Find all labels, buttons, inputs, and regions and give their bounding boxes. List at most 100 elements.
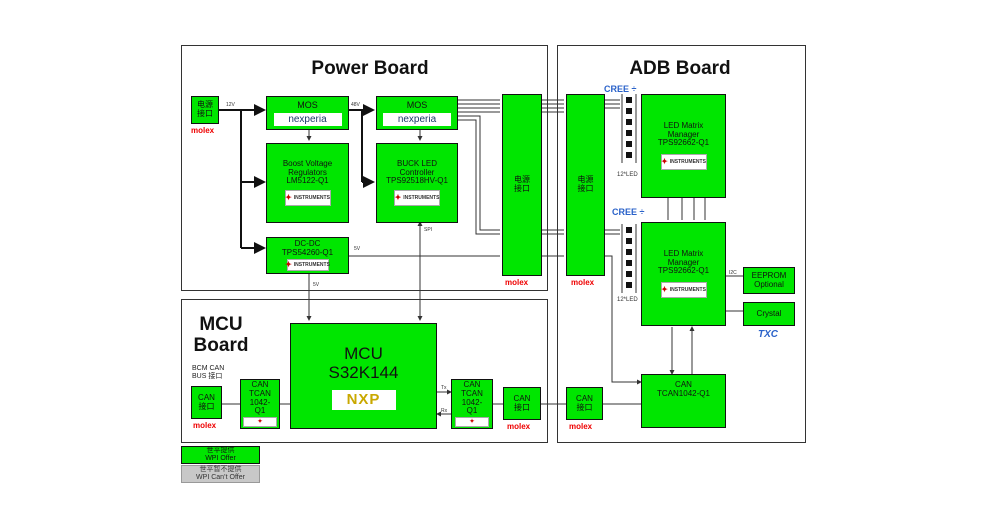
molex-logo-adb-conn: molex (571, 278, 595, 287)
ti-logo-boost: ✦ INSTRUMENTS (284, 190, 331, 207)
ti-mark-icon: ✦ (285, 193, 292, 203)
mos-block-1: MOS nexperia (266, 96, 349, 130)
tcan-left-2: TCAN (249, 388, 271, 398)
eeprom-block: EEPROM Optional (743, 267, 795, 294)
ti-logo-dcdc: ✦ INSTRUMENTS (285, 259, 330, 272)
led-count-1: 12*LED (617, 172, 638, 178)
power-port-label-1: 电源 (197, 100, 213, 110)
bcm-line-1: BCM CAN (192, 365, 225, 372)
ti-logo-tcan-right: ✦ (455, 417, 489, 428)
signal-12v: 12V (226, 102, 235, 108)
adb-board-title: ADB Board (629, 58, 731, 79)
eeprom-line-1: EEPROM (751, 270, 787, 280)
mcu-can-conn-1: CAN (513, 393, 531, 403)
tcan-left-4: Q1 (254, 406, 266, 416)
legend-wpi-offer: 世平提供 WPI Offer (181, 446, 260, 464)
legend-wpi-cant-offer: 世平暂不提供 WPI Can’t Offer (181, 465, 260, 483)
adb-board-connector: 电源 接口 (566, 94, 605, 276)
adb-can-port: CAN 接口 (566, 387, 603, 420)
cree-text-1: CREE (604, 84, 630, 94)
ti-logo-tcan-left: ✦ (243, 417, 277, 428)
signal-48v: 48V (351, 102, 360, 108)
nxp-logo-text: NXP (346, 390, 381, 408)
legend-green-1: 世平提供 (206, 447, 235, 455)
tcan-right-2: TCAN (461, 388, 483, 398)
tcan-right-4: Q1 (466, 406, 478, 416)
nexperia-logo-2: nexperia (383, 113, 451, 127)
molex-logo-bcm: molex (193, 421, 217, 430)
led2-line-1: LED Matrix (663, 248, 704, 258)
ti-mark-icon: ✦ (257, 419, 263, 426)
eeprom-line-2: Optional (754, 279, 784, 289)
ti-logo-buck: ✦ INSTRUMENTS (394, 190, 440, 207)
ti-mark-icon: ✦ (469, 419, 475, 426)
signal-spi: SPI (424, 227, 433, 233)
ti-mark-icon: ✦ (661, 285, 668, 295)
power-conn-label-2: 接口 (514, 184, 530, 193)
signal-5v-mcu: 5V (313, 282, 320, 288)
mos-block-2: MOS nexperia (376, 96, 458, 130)
molex-logo-power-input: molex (191, 126, 215, 135)
ti-mark-icon: ✦ (661, 157, 668, 167)
tcan-right-1: CAN (463, 379, 481, 389)
mcu-can-connector: CAN 接口 (503, 387, 541, 420)
mcu-line-2: S32K144 (328, 363, 399, 383)
boost-line-2: Regulators (288, 167, 327, 177)
adb-conn-label-1: 电源 (577, 175, 594, 185)
adb-can-line-2: TCAN1042-Q1 (657, 388, 710, 398)
bcm-can-bus-label: BCM CAN BUS 接口 (192, 365, 224, 380)
power-board-title: Power Board (311, 58, 429, 79)
dcdc-block: DC-DC TPS54260-Q1 ✦ INSTRUMENTS (266, 237, 349, 274)
led1-line-2: Manager (667, 129, 700, 139)
signal-tx: Tx (441, 385, 447, 391)
dcdc-line-2: TPS54260-Q1 (281, 247, 334, 257)
legend-gray-2: WPI Can’t Offer (196, 474, 245, 481)
boost-line-1: Boost Voltage (282, 158, 333, 168)
adb-can-port-1: CAN (576, 393, 593, 403)
nexperia-logo-1: nexperia (273, 113, 342, 127)
ti-logo-text: INSTRUMENTS (669, 286, 706, 293)
cree-logo-1: CREE ÷ (604, 84, 637, 94)
ti-mark-icon: ✦ (394, 193, 402, 203)
boost-regulator-block: Boost Voltage Regulators LM5122-Q1 ✦ INS… (266, 143, 349, 223)
cree-text-2: CREE (612, 207, 638, 217)
power-board (181, 45, 548, 291)
mcu-can-conn-2: 接口 (514, 402, 530, 412)
mcu-board-title-line1: MCU (199, 314, 243, 335)
adb-can-transceiver: CAN TCAN1042-Q1 (641, 374, 726, 428)
molex-logo-mcu-can: molex (507, 422, 531, 431)
power-conn-label-1: 电源 (514, 175, 530, 185)
tcan-left-3: 1042- (249, 397, 271, 407)
tcan-right-3: 1042- (461, 397, 483, 407)
adb-can-port-2: 接口 (576, 402, 593, 412)
buck-led-controller-block: BUCK LED Controller TPS92518HV-Q1 ✦ INST… (376, 143, 458, 223)
ti-logo-text: INSTRUMENTS (669, 158, 706, 165)
crystal-block: Crystal (743, 302, 795, 326)
molex-logo-adb-can: molex (569, 422, 593, 431)
power-board-connector: 电源 接口 (502, 94, 542, 276)
adb-conn-label-2: 接口 (577, 184, 594, 193)
legend-gray-1: 世平暂不提供 (199, 466, 242, 474)
signal-i2c: I2C (729, 270, 737, 276)
ti-logo-led2: ✦ INSTRUMENTS (660, 282, 707, 299)
buck-line-3: TPS92518HV-Q1 (386, 176, 448, 186)
led1-line-1: LED Matrix (663, 120, 704, 130)
led2-line-2: Manager (667, 257, 700, 267)
led-matrix-manager-2: LED Matrix Manager TPS92662-Q1 ✦ INSTRUM… (641, 222, 726, 326)
txc-logo: TXC (758, 329, 778, 340)
power-port-label-2: 接口 (197, 109, 213, 118)
molex-logo-power-conn: molex (505, 278, 529, 287)
signal-5v-dcdc: 5V (354, 246, 361, 252)
legend-green-2: WPI Offer (205, 455, 236, 462)
mcu-line-1: MCU (344, 344, 383, 363)
power-input-port: 电源 接口 (191, 96, 219, 124)
signal-rx: Rx (441, 408, 448, 414)
crystal-label: Crystal (756, 308, 782, 318)
tcan-right: CAN TCAN 1042- Q1 ✦ (451, 379, 493, 429)
tcan-left-1: CAN (251, 379, 269, 389)
nxp-logo: NXP (331, 390, 396, 411)
boost-line-3: LM5122-Q1 (286, 176, 329, 186)
tcan-left: CAN TCAN 1042- Q1 ✦ (240, 379, 280, 429)
mcu-block: MCU S32K144 NXP (290, 323, 437, 429)
ti-logo-text: INSTRUMENTS (293, 194, 330, 201)
